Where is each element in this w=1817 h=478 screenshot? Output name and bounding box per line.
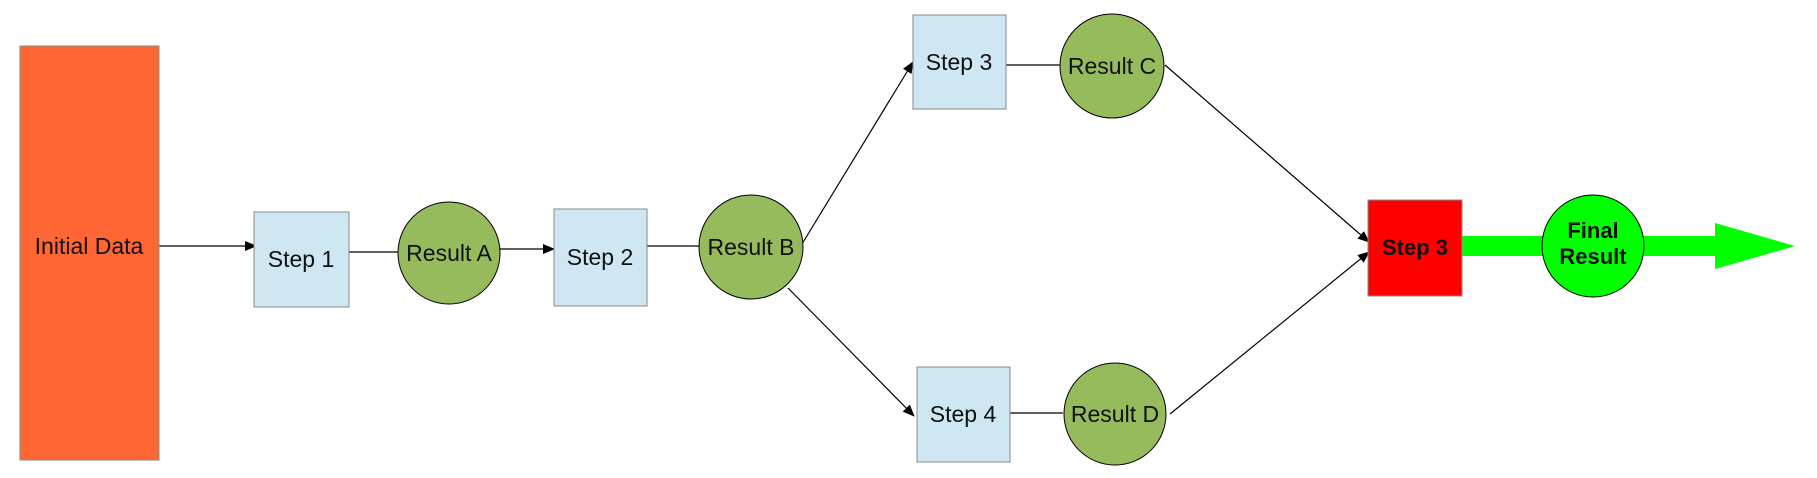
- node-step-3-top: Step 3: [912, 14, 1007, 110]
- node-result-b-label: Result B: [708, 234, 795, 260]
- node-step-1: Step 1: [253, 211, 350, 308]
- node-step-1-label: Step 1: [268, 246, 335, 272]
- node-step-4: Step 4: [916, 366, 1011, 463]
- node-step-3-top-label: Step 3: [926, 49, 993, 75]
- node-step-2: Step 2: [553, 208, 648, 307]
- edge-result-d-to-final-step3: [1169, 251, 1370, 415]
- edge-result-c-to-final-step3: [1164, 64, 1370, 243]
- node-step-2-label: Step 2: [567, 244, 634, 270]
- node-result-a: Result A: [397, 201, 501, 305]
- node-result-c-label: Result C: [1068, 53, 1156, 79]
- node-step-3-final-label: Step 3: [1382, 235, 1448, 260]
- node-final-result-label-line1: Final: [1567, 218, 1618, 243]
- edge-result-b-to-step4: [787, 287, 915, 417]
- node-result-d: Result D: [1063, 362, 1167, 466]
- node-result-d-label: Result D: [1071, 401, 1159, 427]
- node-step-4-label: Step 4: [930, 401, 997, 427]
- node-initial-data: Initial Data: [19, 45, 160, 461]
- node-result-c: Result C: [1059, 13, 1165, 119]
- node-final-result-label-line2: Result: [1559, 244, 1627, 269]
- node-result-b: Result B: [698, 194, 804, 300]
- node-initial-data-label: Initial Data: [35, 233, 144, 259]
- node-step-3-final: Step 3: [1367, 199, 1463, 297]
- node-final-result: Final Result: [1541, 194, 1645, 298]
- node-result-a-label: Result A: [406, 240, 492, 266]
- edge-result-b-to-step3: [801, 61, 914, 245]
